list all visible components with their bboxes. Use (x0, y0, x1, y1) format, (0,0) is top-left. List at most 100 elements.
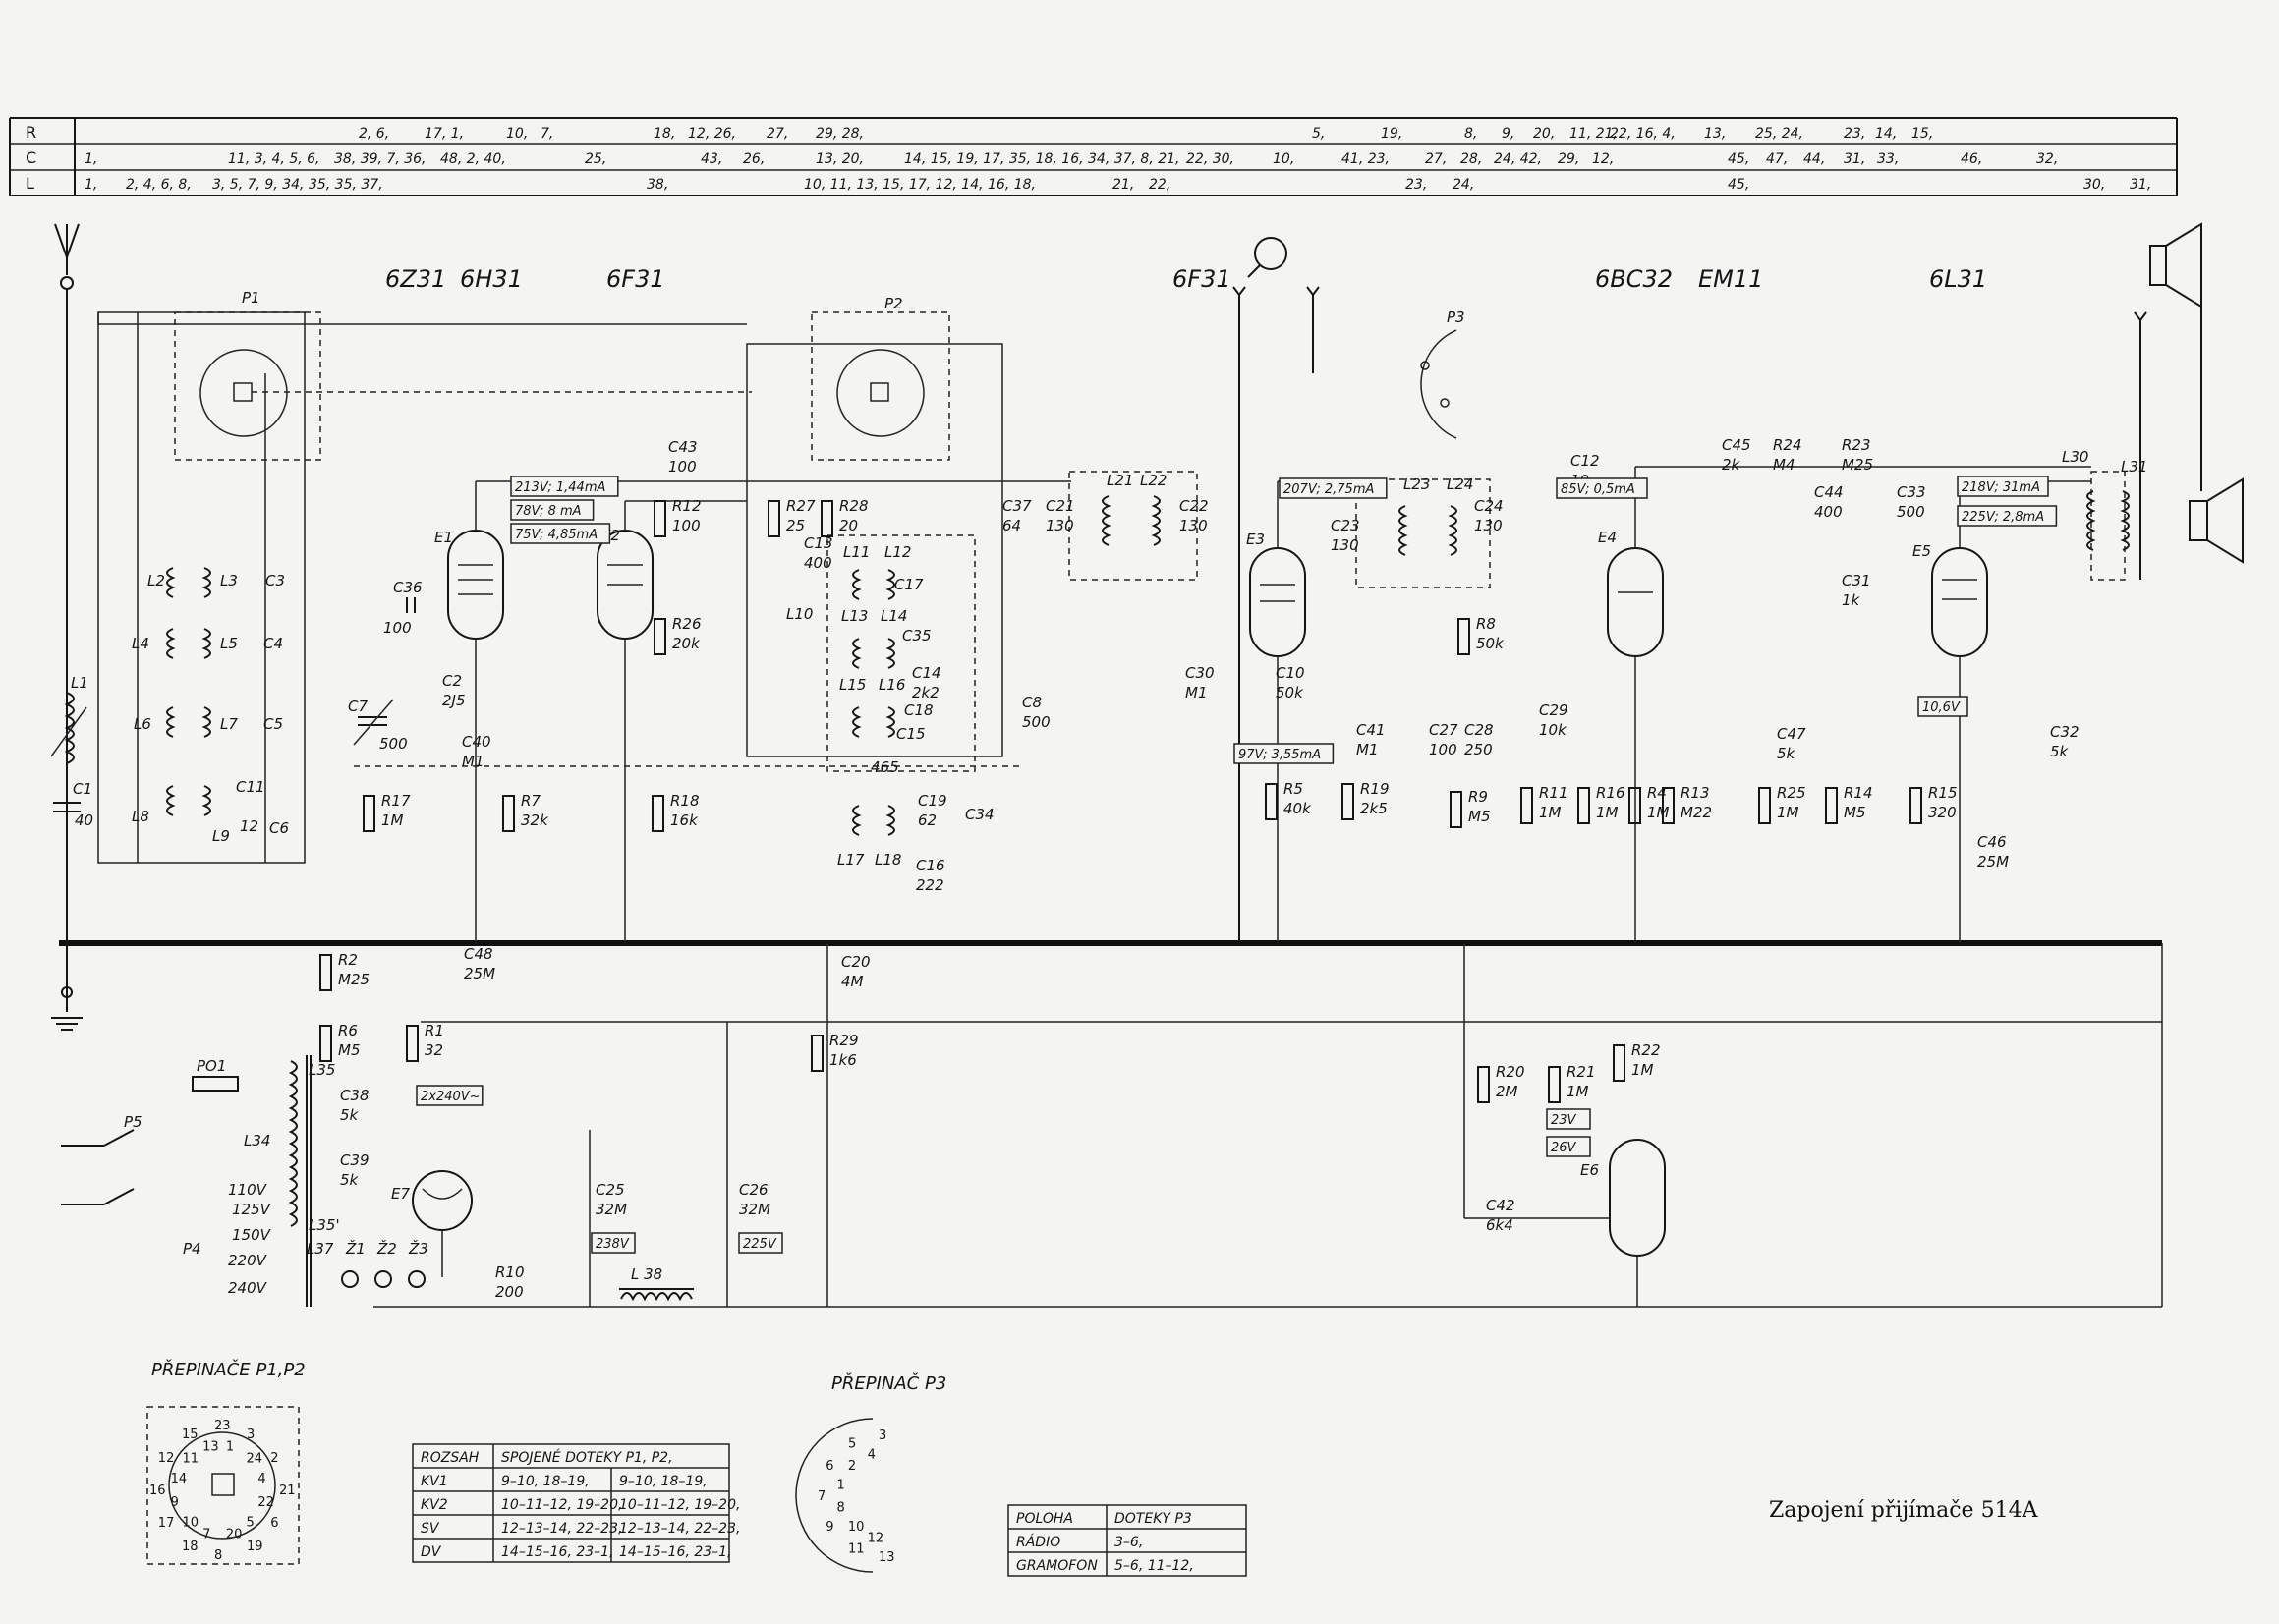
component-value-c25: 32M (596, 1201, 627, 1218)
index-entry: 8, (1464, 126, 1477, 141)
component-ref-r20: R20 (1496, 1063, 1525, 1081)
component-value-c38: 5k (340, 1106, 360, 1124)
component-value-r12: 100 (672, 517, 701, 534)
component-value-r8: 50k (1476, 635, 1505, 652)
component-value-r23: M25 (1842, 456, 1873, 474)
voltage-tag: 23V (1551, 1113, 1577, 1128)
component-ref-c32: C32 (2050, 723, 2080, 741)
switch-p12-title: PŘEPINAČE P1,P2 (151, 1359, 306, 1380)
index-entry: 45, (1728, 151, 1749, 167)
component-ref-c10: C10 (1276, 664, 1305, 682)
component-ref-c24: C24 (1474, 497, 1504, 515)
component-ref-c14: C14 (912, 664, 941, 682)
component-ref-c29: C29 (1539, 701, 1568, 719)
label-c4: C4 (263, 635, 283, 652)
resistor-body (1825, 787, 1838, 824)
component-ref-r1: R1 (425, 1022, 444, 1039)
component-ref-c37: C37 (1002, 497, 1032, 515)
switch-contact: 5 (848, 1436, 856, 1451)
switch-contact: 1 (226, 1440, 234, 1455)
selector-switch-p3: P3 (1420, 308, 1465, 439)
tuning-capacitor-c7: C7 500 (348, 698, 1022, 767)
switch-contact: 2 (848, 1459, 856, 1474)
index-entry: 10, (506, 126, 528, 141)
table-cell: DV (421, 1544, 442, 1560)
component-ref-c25: C25 (596, 1181, 625, 1199)
component-value-c33: 500 (1897, 503, 1925, 521)
label-l35: L35 (309, 1061, 335, 1079)
component-value-r28: 20 (839, 517, 858, 534)
index-entry: 23, (1405, 177, 1427, 193)
switch-contact: 22 (257, 1495, 274, 1510)
table-cell: 3–6, (1114, 1535, 1143, 1550)
label-c18: C18 (904, 701, 934, 719)
voltage-tag-frame (416, 1085, 484, 1106)
switch-contact: 15 (182, 1428, 199, 1442)
component-ref-c12: C12 (1570, 452, 1600, 470)
table-header: POLOHA (1016, 1511, 1073, 1527)
component-value-r7: 32k (521, 812, 549, 829)
component-ref-r2: R2 (338, 951, 358, 969)
resistor-body (363, 795, 375, 832)
resistor-body (768, 500, 780, 537)
label-l4: L4 (132, 635, 149, 652)
component-value-c16: 222 (916, 876, 944, 894)
index-entry: 18, (654, 126, 675, 141)
component-value-r13: M22 (1681, 804, 1712, 821)
label-l22: L22 (1140, 472, 1167, 489)
component-ref-c47: C47 (1777, 725, 1806, 743)
index-entry: 29, (1558, 151, 1579, 167)
component-value-r21: 1M (1567, 1083, 1589, 1100)
row-letter-c: C (26, 148, 36, 167)
component-value-c31: 1k (1842, 591, 1861, 609)
component-ref-r8: R8 (1476, 615, 1496, 633)
index-entry: 46, (1961, 151, 1982, 167)
component-value-c19: 62 (918, 812, 937, 829)
oscillator-coil-bank: L10 L11 L12 L13 L14 L15 L16 L17 L18 C17 … (746, 343, 1003, 868)
index-entry: 11, 21, (1569, 126, 1618, 141)
mains-transformer: L35 L34 L35' L37 (244, 1055, 340, 1307)
switch-contact: 12 (868, 1532, 884, 1546)
voltage-tag-frame (1279, 477, 1388, 499)
switch-contact: 1 (837, 1479, 845, 1493)
table-frame (412, 1443, 730, 1563)
value-c36: 100 (383, 619, 412, 637)
component-value-c41: M1 (1356, 741, 1379, 758)
label-c5: C5 (263, 715, 283, 733)
label-l17: L17 (837, 851, 865, 868)
voltage-tag: 97V; 3,55mA (1238, 748, 1321, 762)
switch-contact: 12 (158, 1451, 175, 1466)
component-value-c30: M1 (1185, 684, 1208, 701)
index-entry: 1, (85, 177, 97, 193)
capacitor-c36: C36 100 (383, 579, 423, 637)
index-entry: 10, 11, 13, 15, 17, 12, 14, 16, 18, (804, 177, 1036, 193)
index-entry: 15, (1911, 126, 1933, 141)
label-e6: E6 (1580, 1161, 1599, 1179)
switch-contact: 4 (257, 1472, 265, 1486)
voltage-tag: 75V; 4,85mA (515, 528, 598, 542)
row-letter-l: L (26, 174, 34, 193)
component-value-r24: M4 (1773, 456, 1795, 474)
resistor-body (1577, 787, 1590, 824)
label-l37: L37 (307, 1240, 334, 1258)
component-value-c10: 50k (1276, 684, 1304, 701)
voltage-tag-frame (1233, 743, 1335, 764)
switch-contact: 17 (158, 1516, 175, 1531)
voltage-tag: 2x240V~ (421, 1090, 481, 1104)
switch-contact: 16 (149, 1484, 166, 1498)
index-entry: 38, 39, 7, 36, (334, 151, 427, 167)
filter-choke-l38: L 38 (619, 1265, 694, 1302)
component-value-c47: 5k (1777, 745, 1796, 762)
component-ref-c46: C46 (1977, 833, 2007, 851)
label-c6: C6 (269, 819, 289, 837)
component-value-r11: 1M (1539, 804, 1562, 821)
component-value-r5: 40k (1283, 800, 1312, 817)
label-p2: P2 (884, 295, 903, 312)
switch-p3-title: PŘEPINAČ P3 (831, 1372, 946, 1394)
voltage-tag: 10,6V (1922, 700, 1961, 715)
component-value-c42: 6k4 (1486, 1216, 1513, 1234)
component-ref-r7: R7 (521, 792, 541, 810)
index-entry: 31, (1844, 151, 1865, 167)
